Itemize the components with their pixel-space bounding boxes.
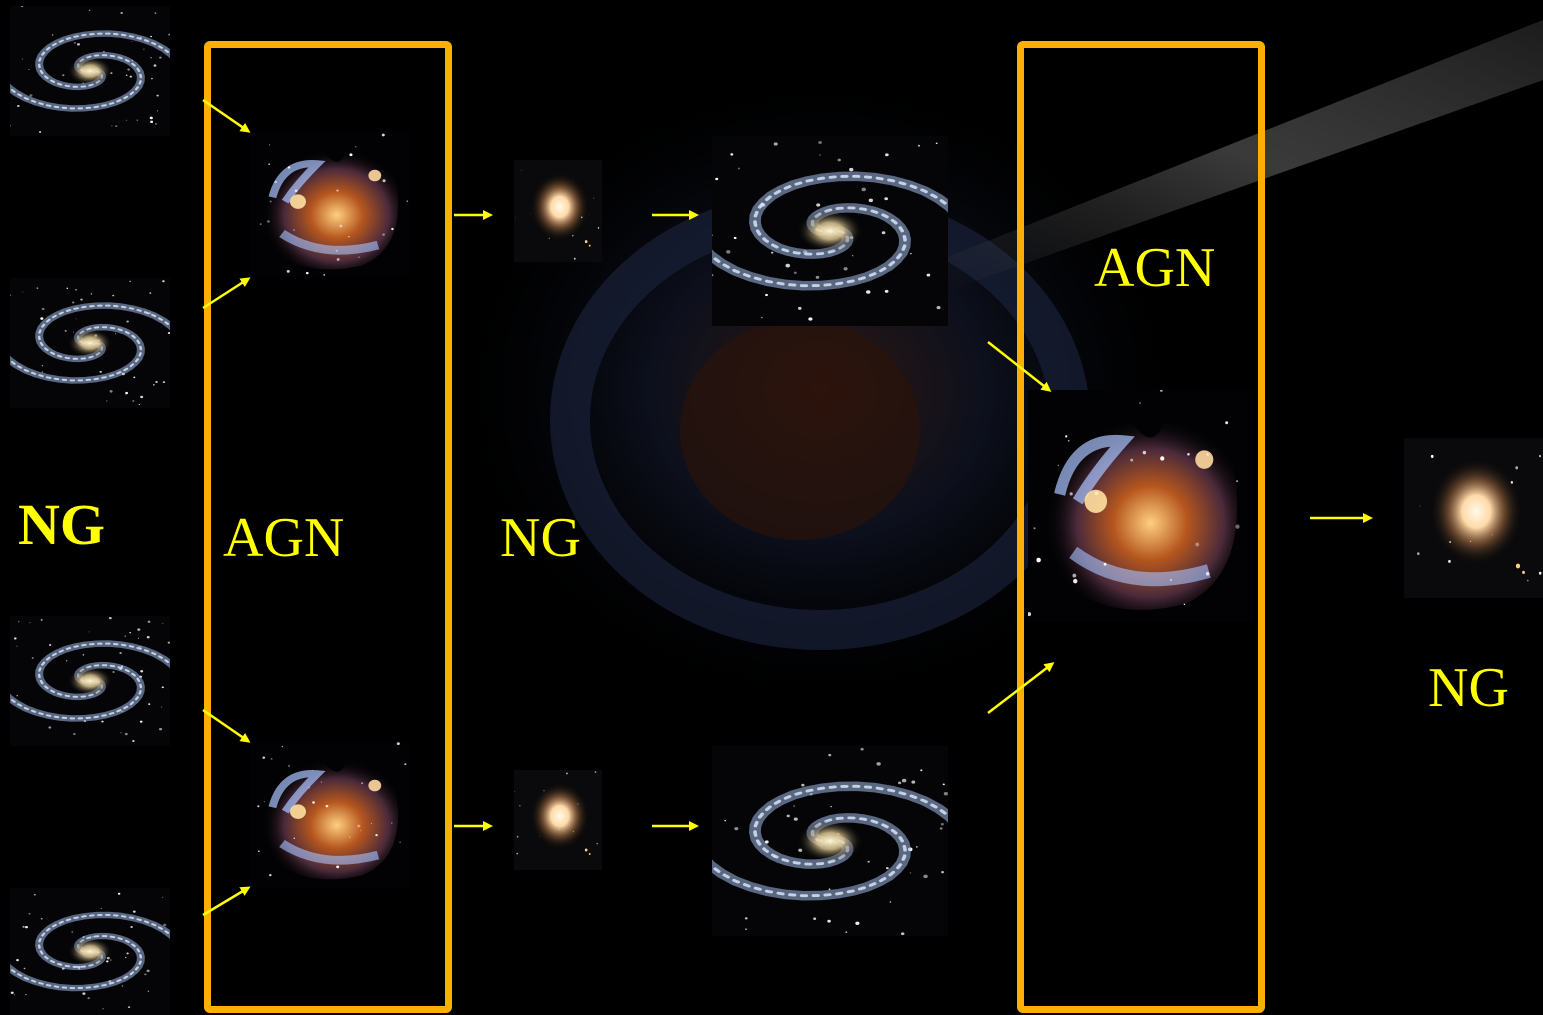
arrow (987, 341, 1052, 392)
arrow (202, 708, 251, 743)
merging-galaxies-icon (250, 132, 410, 277)
label-ng-right: NG (1428, 657, 1509, 719)
arrow (202, 277, 251, 310)
label-ng-left: NG (18, 492, 105, 557)
spiral-galaxy-icon (10, 278, 170, 408)
merging-galaxies-icon (1028, 390, 1254, 622)
merging-galaxies-icon (250, 742, 410, 887)
elliptical-galaxy-icon (1404, 438, 1543, 598)
spiral-galaxy-icon (712, 746, 948, 936)
label-agn-left: AGN (223, 507, 345, 569)
spiral-galaxy-icon (712, 136, 948, 326)
elliptical-galaxy-icon (514, 160, 602, 262)
spiral-galaxy-icon (10, 6, 170, 136)
label-ng-middle: NG (500, 507, 581, 569)
label-agn-right: AGN (1094, 237, 1216, 299)
spiral-galaxy-icon (10, 616, 170, 746)
spiral-galaxy-icon (10, 888, 170, 1015)
agn-box-left (204, 41, 452, 1013)
arrow (202, 98, 251, 133)
agn-box-right (1017, 41, 1265, 1013)
elliptical-galaxy-icon (514, 770, 602, 870)
arrow (202, 886, 251, 917)
arrow (987, 662, 1055, 714)
